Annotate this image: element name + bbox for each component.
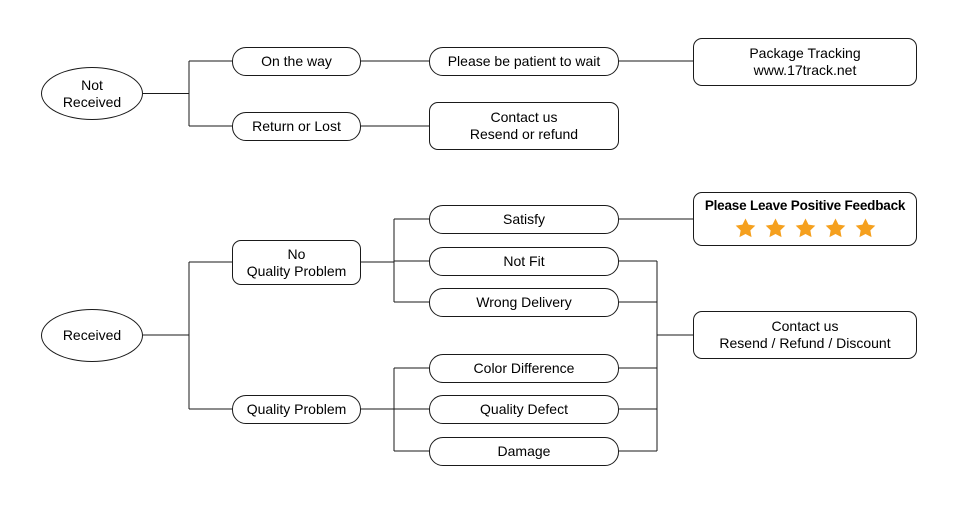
star-icon[interactable] (794, 217, 817, 239)
star-rating[interactable] (734, 217, 877, 239)
node-satisfy-label: Satisfy (502, 211, 545, 228)
node-not-fit-label: Not Fit (503, 253, 545, 270)
star-icon[interactable] (854, 217, 877, 239)
node-contact-us-resend-or-refund-label: Contact us Resend or refund (469, 109, 579, 142)
star-icon[interactable] (824, 217, 847, 239)
node-not-fit[interactable]: Not Fit (429, 247, 619, 276)
node-contact-us-resend-or-refund[interactable]: Contact us Resend or refund (429, 102, 619, 150)
node-package-tracking[interactable]: Package Tracking www.17track.net (693, 38, 917, 86)
node-no-quality-problem[interactable]: No Quality Problem (232, 240, 361, 285)
node-no-quality-problem-label: No Quality Problem (246, 245, 347, 279)
node-be-patient-to-wait-label: Please be patient to wait (447, 53, 601, 70)
node-on-the-way-label: On the way (261, 53, 332, 70)
node-satisfy[interactable]: Satisfy (429, 205, 619, 234)
node-damage-label: Damage (497, 443, 551, 460)
node-wrong-delivery-label: Wrong Delivery (476, 294, 572, 311)
node-received-label: Received (62, 327, 122, 344)
node-positive-feedback[interactable]: Please Leave Positive Feedback (693, 192, 917, 246)
node-return-or-lost[interactable]: Return or Lost (232, 112, 361, 141)
node-contact-us-resend-refund-discount-label: Contact us Resend / Refund / Discount (719, 318, 891, 351)
node-package-tracking-label: Package Tracking www.17track.net (749, 45, 861, 78)
node-contact-us-resend-refund-discount[interactable]: Contact us Resend / Refund / Discount (693, 311, 917, 359)
node-received[interactable]: Received (41, 309, 143, 362)
star-icon[interactable] (764, 217, 787, 239)
node-wrong-delivery[interactable]: Wrong Delivery (429, 288, 619, 317)
node-quality-problem[interactable]: Quality Problem (232, 395, 361, 424)
node-quality-problem-label: Quality Problem (246, 401, 347, 418)
node-on-the-way[interactable]: On the way (232, 47, 361, 76)
node-color-difference-label: Color Difference (473, 360, 575, 377)
node-quality-defect-label: Quality Defect (480, 401, 568, 418)
node-positive-feedback-label: Please Leave Positive Feedback (704, 198, 906, 213)
node-not-received-label: Not Received (62, 76, 122, 110)
node-color-difference[interactable]: Color Difference (429, 354, 619, 383)
node-quality-defect[interactable]: Quality Defect (429, 395, 619, 424)
node-be-patient-to-wait[interactable]: Please be patient to wait (429, 47, 619, 76)
node-not-received[interactable]: Not Received (41, 67, 143, 120)
node-return-or-lost-label: Return or Lost (252, 118, 341, 135)
node-damage[interactable]: Damage (429, 437, 619, 466)
star-icon[interactable] (734, 217, 757, 239)
